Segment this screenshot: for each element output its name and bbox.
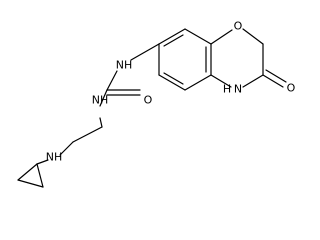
bond-ring-1 bbox=[158, 28, 186, 45]
bond-co-n bbox=[242, 74, 264, 88]
bond-cyclopropyl-3 bbox=[36, 163, 44, 188]
bond-ring-6 bbox=[184, 28, 212, 45]
bond-lactam-c-o-a bbox=[262, 74, 284, 88]
bonds bbox=[17, 28, 287, 188]
bond-ring-3 bbox=[158, 74, 186, 91]
bond-cyclopropyl-2 bbox=[17, 179, 44, 188]
atom-urea-nitrogen-alkyl: NH bbox=[92, 94, 109, 107]
bond-nh-carbonyl bbox=[106, 70, 118, 91]
atom-labels: O O N H NH O NH NH bbox=[46, 20, 296, 164]
bond-o-ch2 bbox=[242, 28, 264, 45]
bond-aryl-nh bbox=[130, 43, 160, 61]
atom-amine-nitrogen: NH bbox=[46, 151, 63, 164]
bond-nh-cyclopropyl bbox=[36, 159, 49, 165]
bond-ring-inner-2 bbox=[163, 72, 184, 85]
atom-lactam-oxygen: O bbox=[287, 82, 296, 95]
bond-ch2-nh bbox=[59, 141, 74, 156]
bond-carbonyl-nh bbox=[99, 89, 108, 107]
bond-ch2-ch2 bbox=[72, 126, 103, 143]
bond-ring-4 bbox=[184, 74, 212, 91]
bond-ring-inner-1 bbox=[163, 34, 184, 47]
atom-urea-nitrogen-aryl: NH bbox=[116, 59, 133, 72]
atom-urea-oxygen: O bbox=[144, 94, 153, 107]
bond-lactam-c-o-b bbox=[265, 69, 287, 83]
bond-c-o-ring bbox=[210, 29, 233, 45]
bond-n-c bbox=[210, 74, 232, 88]
atom-lactam-hydrogen: H bbox=[223, 83, 231, 96]
atom-ring-oxygen: O bbox=[234, 20, 243, 33]
atom-lactam-nitrogen: N bbox=[234, 83, 242, 96]
bond-nh-ch2 bbox=[99, 117, 103, 128]
molecule-diagram: O O N H NH O NH NH bbox=[17, 20, 296, 188]
bond-cyclopropyl-1 bbox=[17, 163, 38, 181]
